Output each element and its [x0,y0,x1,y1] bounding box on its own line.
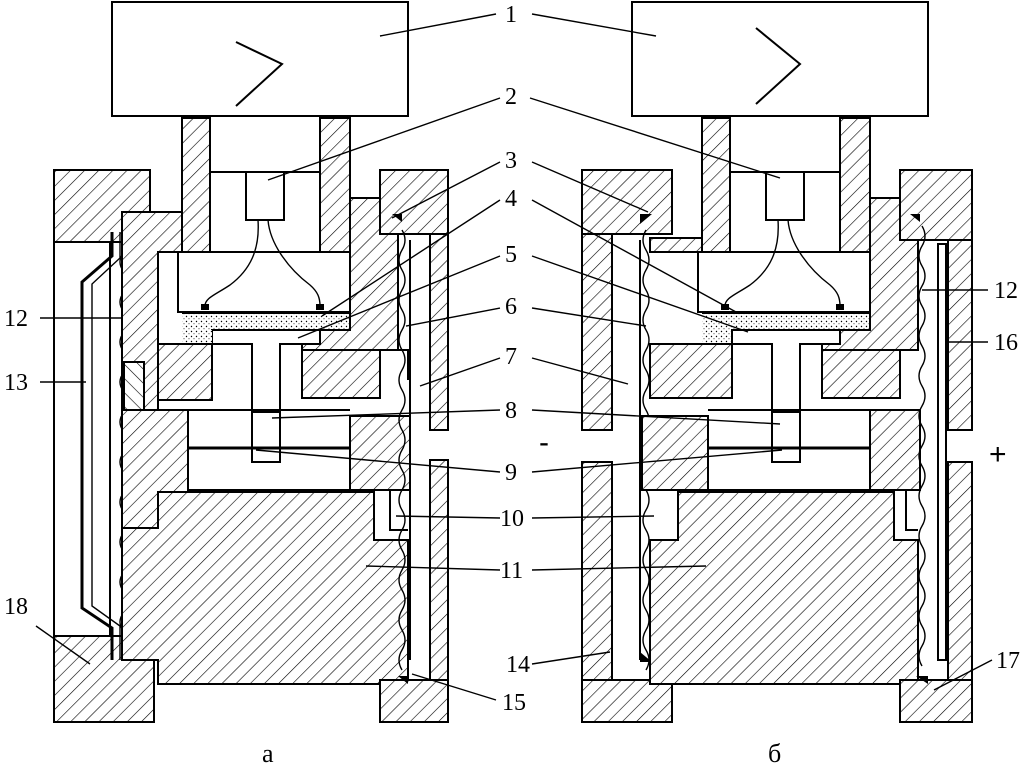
amplifier-symbol [755,27,802,105]
callout-labels: 1 2 3 4 5 6 7 8 9 10 11 12 13 18 14 15 1… [4,2,1020,716]
label-8: 8 [505,398,517,424]
left-insert [123,361,145,411]
pin-8 [771,411,801,463]
label-1: 1 [505,2,517,28]
label-10: 10 [500,506,524,532]
label-2: 2 [505,84,517,110]
label-18: 18 [4,594,28,620]
panel-b [581,1,973,723]
label-6: 6 [505,294,517,320]
right-housing-top [379,169,449,235]
label-15: 15 [502,690,526,716]
label-5: 5 [505,242,517,268]
label-3: 3 [505,148,517,174]
electrode-16 [937,243,947,661]
label-13: 13 [4,370,28,396]
stem-left [701,117,731,253]
label-11: 11 [500,558,523,584]
label-7: 7 [505,344,517,370]
caption-b: б [768,739,781,768]
stem-left [181,117,211,253]
label-12-left: 12 [4,306,28,332]
label-14: 14 [506,652,530,678]
plus-sign: + [989,438,1007,471]
wavy-diaphragm-12b [918,225,926,667]
label-9: 9 [505,460,517,486]
base-block-11 [649,491,919,685]
amplifier-symbol [235,41,284,107]
left-housing-top [581,169,673,235]
minus-sign: - [539,426,549,459]
connector-2 [765,171,805,221]
right-housing-bottom [899,679,973,723]
label-12-right: 12 [994,278,1018,304]
label-4: 4 [505,186,517,212]
upper-body-left [649,237,703,253]
left-housing-bottom [581,679,673,723]
pin-8 [251,411,281,463]
electronics-box [631,1,929,117]
right-housing-top [899,169,973,241]
base-block-11 [121,491,409,685]
right-housing-bottom [379,679,449,723]
cavity-chamber [177,251,351,313]
leader-lines [35,13,993,701]
connector-2 [245,171,285,221]
panel-a [53,1,449,723]
label-16: 16 [994,330,1018,356]
right-shoulder [301,349,381,399]
right-housing-wall [429,233,449,431]
fill-under-t [182,330,212,344]
cavity-chamber [697,251,871,313]
stem-right [839,117,871,253]
caption-a: а [262,739,274,768]
stem-right [319,117,351,253]
electronics-box [111,1,409,117]
membrane-13 [80,232,114,660]
left-shoulder [157,343,213,401]
label-17: 17 [996,648,1020,674]
